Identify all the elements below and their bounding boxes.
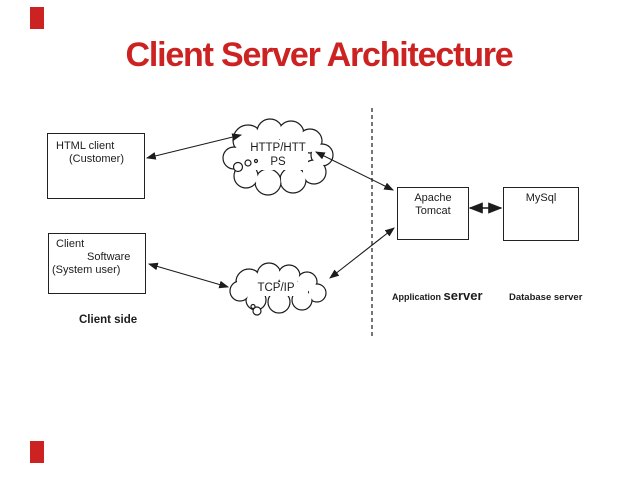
tcp-cloud-label-text: TCP/IP	[257, 282, 295, 294]
accent-bar-bottom	[30, 441, 44, 463]
http-cloud-label-line2: PS	[270, 156, 286, 168]
server-word: server	[443, 288, 483, 303]
html-client-sublabel: (Customer)	[69, 153, 125, 165]
http-cloud-bubble-dots	[232, 158, 259, 173]
client-software-label-2: Software	[87, 251, 131, 263]
mysql-box: MySql	[503, 187, 579, 241]
apache-label-1: Apache	[414, 192, 452, 204]
client-software-label-3: (System user)	[52, 264, 121, 276]
mysql-label: MySql	[525, 192, 557, 204]
html-client-label: HTML client	[56, 140, 115, 152]
http-cloud-label: HTTP/HTT PS	[226, 141, 330, 169]
application-server-label: Application server	[392, 289, 483, 304]
client-software-box: Client Software (System user)	[48, 233, 146, 294]
apache-tomcat-box: Apache Tomcat	[397, 187, 469, 240]
page-title: Client Server Architecture	[125, 36, 513, 74]
client-side-label: Client side	[79, 314, 138, 326]
arrow-clientsw-tcp	[147, 262, 230, 289]
apache-label-2: Tomcat	[415, 205, 451, 217]
client-software-label-1: Client	[56, 238, 85, 250]
application-word: Application	[392, 292, 441, 302]
arrow-http-apache	[315, 151, 394, 191]
tcp-cloud-shape	[229, 262, 327, 316]
tcp-cloud-label: TCP/IP	[226, 281, 326, 295]
tcp-cloud-bubble-dots	[250, 303, 262, 316]
http-cloud-label-line1: HTTP/HTT	[250, 142, 306, 154]
accent-bar-top	[30, 7, 44, 29]
arrow-htmlclient-http	[145, 133, 243, 160]
arrow-tcp-apache	[329, 227, 395, 279]
database-server-label: Database server	[509, 292, 583, 303]
html-client-box: HTML client (Customer)	[47, 133, 145, 199]
